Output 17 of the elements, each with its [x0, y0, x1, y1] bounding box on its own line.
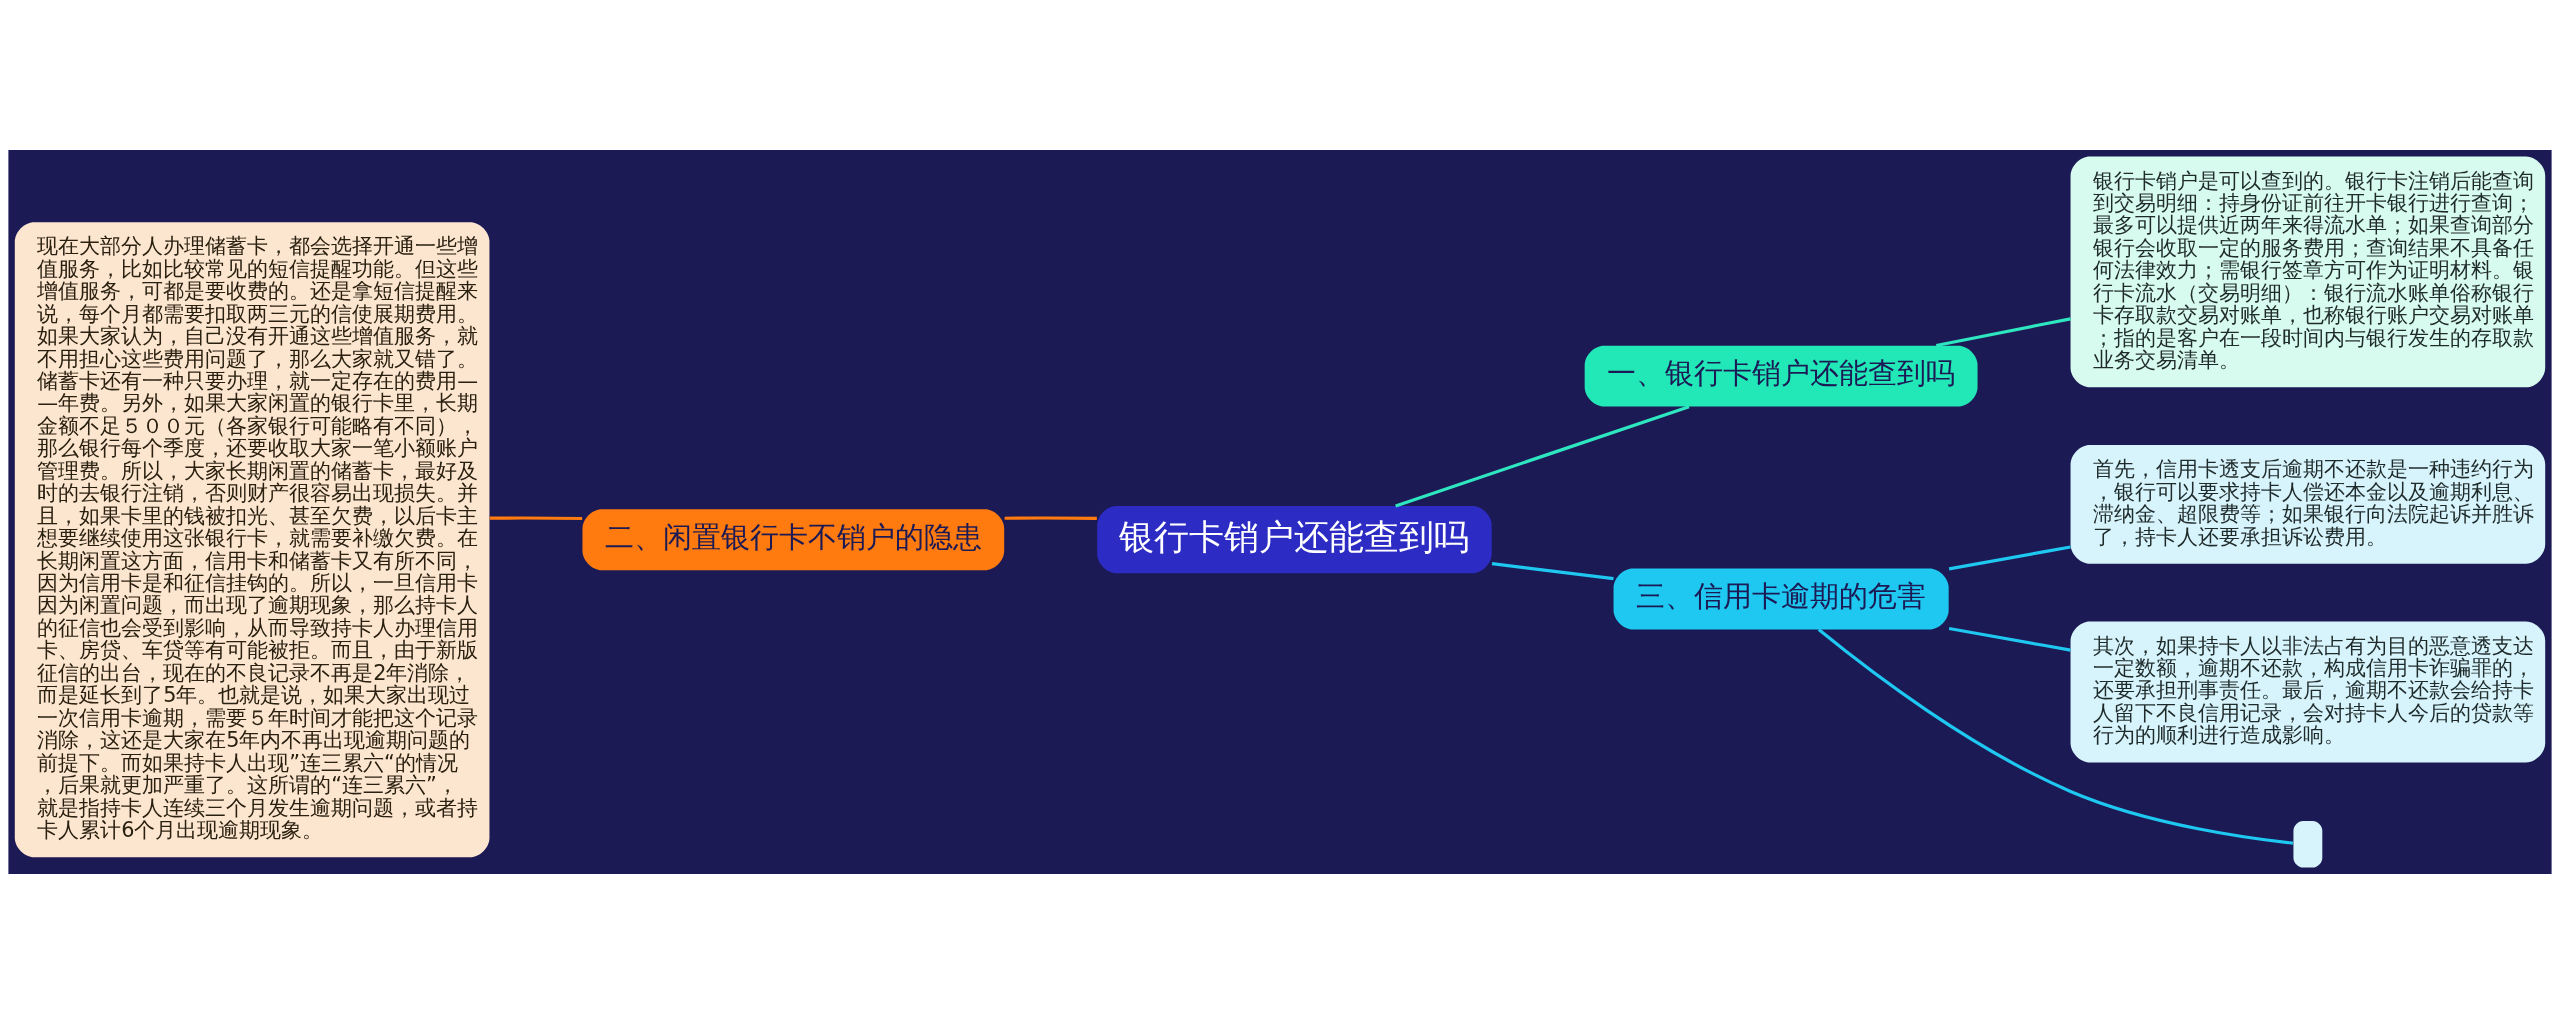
node-box: 首先，信用卡透支后逾期不还款是一种违约行为，银行可以要求持卡人偿还本金以及逾期利息、滞纳金、超限费等；如果银行向法院起诉并胜诉了，持卡人还要承担诉讼费用。 [2070, 444, 2546, 564]
connector [1004, 515, 1097, 520]
connector [1395, 404, 1690, 507]
node-box [2293, 820, 2323, 868]
connector [1935, 316, 2071, 347]
connector [1491, 561, 1614, 580]
node-box: 二、闲置银行卡不销户的隐患 [582, 508, 1005, 570]
node-box: 三、信用卡逾期的危害 [1613, 568, 1949, 629]
node-box: 现在大部分人办理储蓄卡，都会选择开通一些增值服务，比如比较常见的短信提醒功能。但这些增值服务，可都是要收费的。还是拿短信提醒来说，每个月都需要扣取两三元的信使展期费用。如果大家认为，自己没有开通这些增值服务，就不用担心这些费用问题了，那么大家就又错了。储蓄卡还有一种只要办理，就一定存在的费用——年费。另外，如果大家闲置的银行卡里，长期金额不足５００元（各家银行可能略有不同），那么银行每个季度，还要收取大家一笔小额账户管理费。所以，大家长期闲置的储蓄卡，最好及时的去银行注销，否则财产很容易出现损失。并且，如果卡里的钱被扣光、甚至欠费，以后卡主想要继续使用这张银行卡，就需要补缴欠费。在长期闲置这方面，信用卡和储蓄卡又有所不同，因为信用卡是和征信挂钩的。所以，一旦信用卡因为闲置问题，而出现了逾期现象，那么持卡人的征信也会受到影响，从而导致持卡人办理信用卡、房贷、车贷等有可能被拒。而且，由于新版征信的出台，现在的不良记录不再是2年消除，而是延长到了5年。也就是说，如果大家出现过一次信用卡逾期，需要５年时间才能把这个记录消除，这还是大家在5年内不再出现逾期问题的前提下。而如果持卡人出现”连三累六“的情况，后果就更加严重了。这所谓的“连三累六”，就是指持卡人连续三个月发生逾期问题，或者持卡人累计6个月出现逾期现象。 [14, 221, 490, 857]
connector [489, 515, 583, 520]
node-box: 银行卡销户是可以查到的。银行卡注销后能查询到交易明细：持身份证前往开卡银行进行查询；最多可以提供近两年来得流水单；如果查询部分银行会收取一定的服务费用；查询结果不具备任何法律效力；需银行签章方可作为证明材料。银行卡流水（交易明细）：银行流水账单俗称银行卡存取款交易对账单，也称银行账户交易对账单；指的是客户在一段时间内与银行发生的存取款业务交易清单。 [2070, 155, 2546, 387]
connector [1948, 626, 2071, 652]
node-box: 银行卡销户还能查到吗 [1097, 505, 1492, 573]
node-box: 其次，如果持卡人以非法占有为目的恶意透支达一定数额，逾期不还款，构成信用卡诈骗罪的，还要承担刑事责任。最后，逾期不还款会给持卡人留下不良信用记录，会对持卡人今后的贷款等行为的顺利进行造成影响。 [2070, 620, 2546, 763]
connector [1948, 544, 2071, 570]
connector [1817, 627, 2294, 845]
node-box: 一、银行卡销户还能查到吗 [1584, 345, 1978, 407]
